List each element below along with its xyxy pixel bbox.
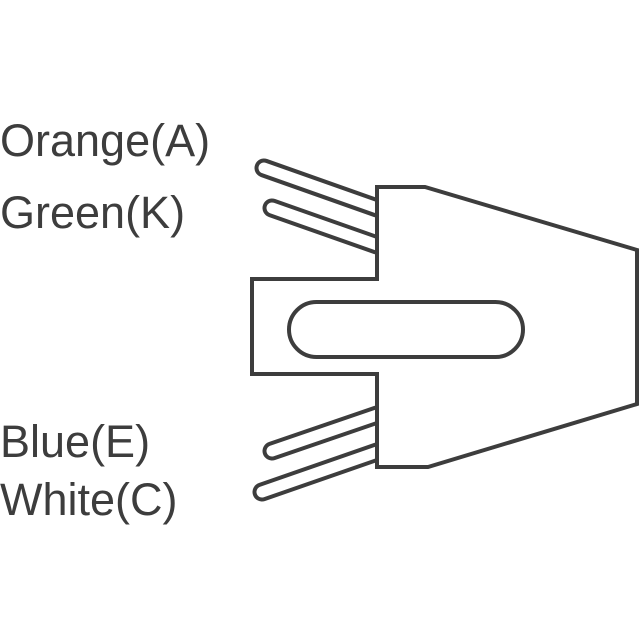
lead-green (262, 198, 387, 255)
lead-blue (262, 405, 387, 461)
lead-white (252, 442, 387, 502)
label-green-cathode: Green(K) (0, 187, 186, 238)
lead-orange (254, 158, 387, 218)
label-blue-emitter: Blue(E) (0, 416, 151, 467)
label-orange-anode: Orange(A) (0, 115, 211, 166)
label-white-collector: White(C) (0, 474, 178, 525)
mounting-slot (287, 300, 525, 359)
